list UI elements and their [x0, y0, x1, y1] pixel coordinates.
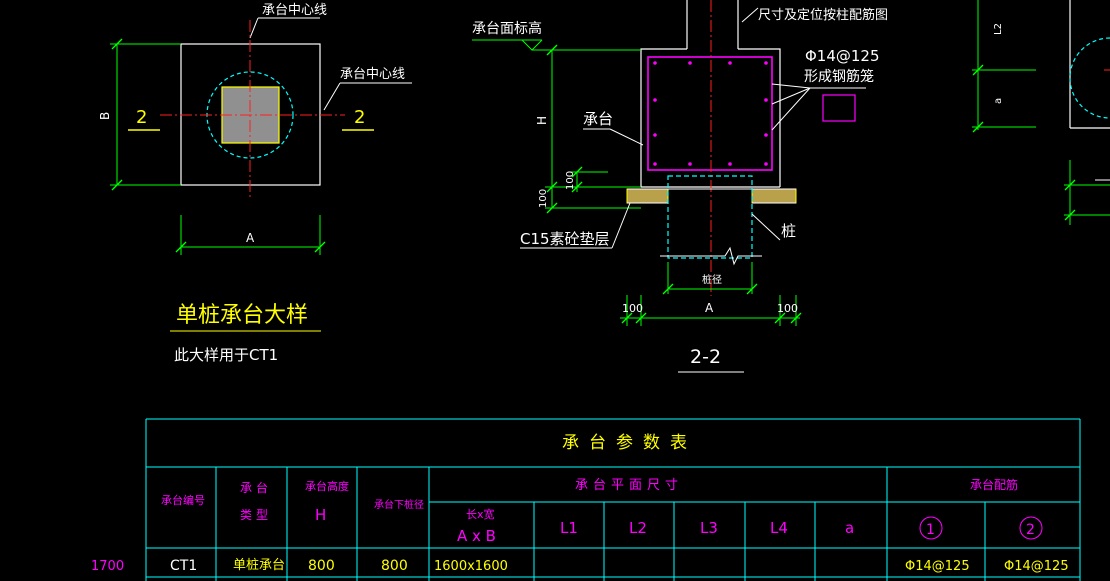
header-l2: L2	[629, 519, 647, 537]
cushion-left	[626, 188, 669, 204]
header-height-1: 承台高度	[305, 479, 349, 493]
label-pile-dia: 桩径	[702, 273, 722, 286]
plan-view: 承台中心线 承台中心线 2 2 B A 单桩承台大样	[98, 3, 412, 364]
header-pile-dia: 承台下桩径	[374, 498, 424, 511]
parameter-table	[145, 418, 1081, 581]
label-centerline-top: 承台中心线	[262, 3, 327, 18]
header-lxb-2: A x B	[457, 527, 496, 545]
dim-100-b: 100	[565, 171, 576, 190]
cell-rebar2: Φ14@125	[1004, 559, 1069, 574]
dim-bottom-mid: A	[705, 301, 714, 315]
dim-bottom-left: 100	[622, 302, 643, 315]
label-centerline-right: 承台中心线	[340, 67, 405, 82]
rebar-dots	[653, 61, 768, 166]
cell-id: CT1	[170, 558, 197, 574]
side-note: 1700	[91, 559, 124, 574]
plan-note: 此大样用于CT1	[174, 346, 278, 364]
label-rebar-spec: Φ14@125	[805, 47, 880, 65]
section-mark-right: 2	[354, 107, 365, 128]
header-l4: L4	[770, 519, 788, 537]
header-l1: L1	[560, 519, 578, 537]
header-l3: L3	[700, 519, 718, 537]
cell-height: 800	[308, 558, 335, 574]
section-title: 2-2	[690, 346, 721, 368]
header-rebar1: 1	[926, 522, 935, 538]
header-a: a	[845, 519, 854, 537]
pile-outline	[667, 175, 753, 259]
table-text: 承台参数表 承台编号 承台 类型 承台高度 H 承台下桩径 承台平面尺寸 承台配…	[91, 433, 1069, 574]
dim-a: A	[246, 231, 255, 245]
header-rebar2: 2	[1026, 522, 1035, 538]
dim-a-small: a	[993, 98, 1004, 104]
label-rebar-cage: 形成钢筋笼	[804, 68, 874, 85]
label-column-note: 尺寸及定位按柱配筋图	[758, 7, 888, 23]
dim-h: H	[535, 116, 549, 125]
plan-title: 单桩承台大样	[176, 303, 308, 328]
header-plan-size: 承台平面尺寸	[575, 478, 683, 493]
header-lxb-1: 长x宽	[466, 507, 495, 521]
dim-100-a: 100	[538, 189, 549, 208]
dim-bottom-right: 100	[777, 302, 798, 315]
table-title: 承台参数表	[562, 433, 697, 453]
cell-pile-dia: 800	[381, 558, 408, 574]
dim-b: B	[98, 112, 112, 120]
header-type-2: 类型	[240, 508, 272, 522]
label-cushion: C15素砼垫层	[520, 230, 610, 248]
header-rebar: 承台配筋	[970, 477, 1018, 492]
rebar1-circle	[919, 516, 943, 540]
label-cap: 承台	[583, 110, 613, 128]
header-id: 承台编号	[161, 493, 205, 507]
rebar2-circle	[1019, 516, 1043, 540]
cell-type: 单桩承台	[233, 558, 285, 573]
marker-box	[822, 94, 856, 122]
label-top-elev: 承台面标高	[472, 20, 542, 37]
label-pile: 桩	[781, 222, 796, 240]
section-mark-left: 2	[136, 107, 147, 128]
header-type-1: 承台	[240, 480, 272, 495]
rebar-cage	[647, 56, 773, 171]
header-height-2: H	[315, 506, 326, 524]
cushion-right	[751, 188, 797, 204]
cell-size: 1600x1600	[434, 559, 508, 574]
section-view: 尺寸及定位按柱配筋图 Φ14@125 形成钢筋笼 承台 承台面标高	[472, 0, 888, 373]
cell-rebar1: Φ14@125	[905, 559, 970, 574]
dim-l2: L2	[993, 23, 1004, 35]
right-partial-view: L2 a	[972, 0, 1110, 225]
